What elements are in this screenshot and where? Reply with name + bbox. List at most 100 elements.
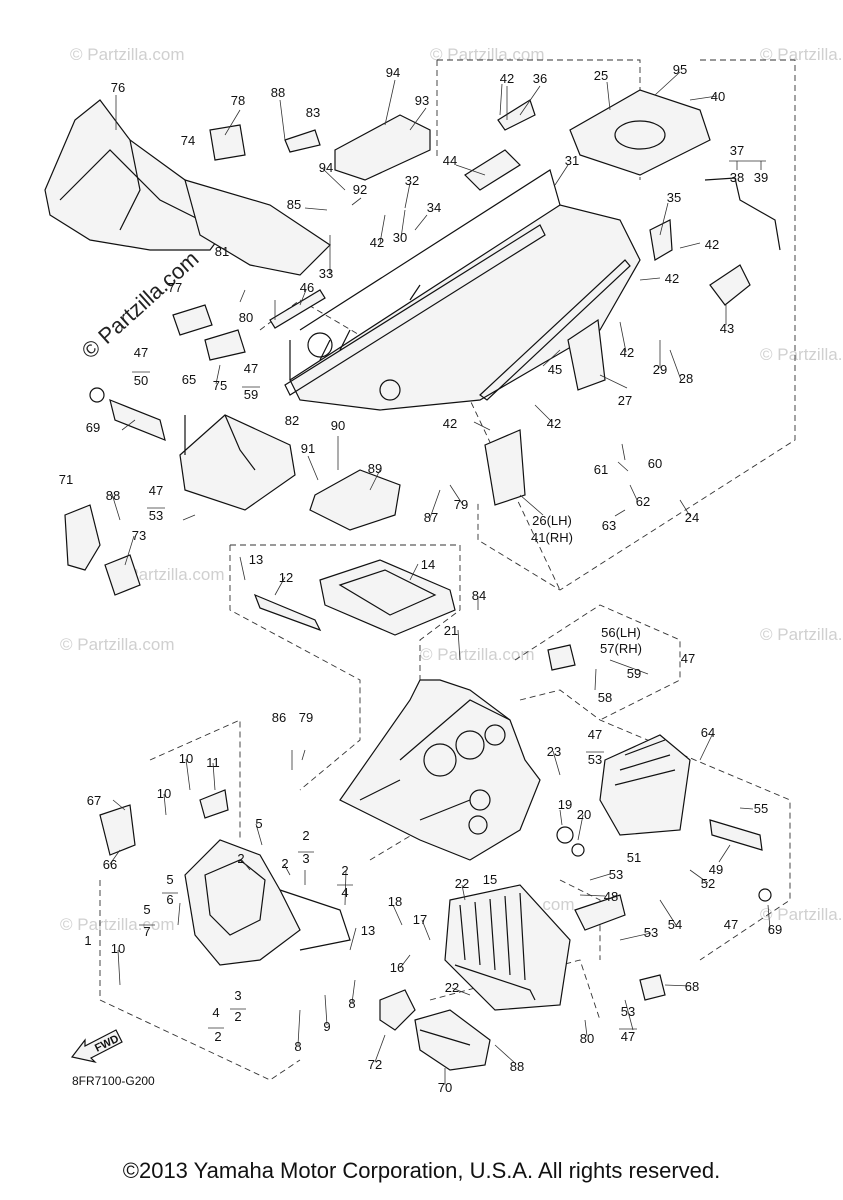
callout: 47 (134, 345, 148, 360)
callout: 2 (281, 856, 288, 871)
callout: 39 (754, 170, 768, 185)
bracket-12 (253, 593, 322, 632)
callout: 7 (143, 924, 150, 939)
callout: 74 (181, 133, 195, 148)
callout: 86 (272, 710, 286, 725)
callout: 32 (405, 173, 419, 188)
callout: 62 (636, 494, 650, 509)
callout: 9 (323, 1019, 330, 1034)
callout: 2 (234, 1009, 241, 1024)
callout: 1 (84, 933, 91, 948)
callout: 88 (510, 1059, 524, 1074)
callout: 95 (673, 62, 687, 77)
callout: 11 (206, 755, 220, 770)
callout: 23 (547, 744, 561, 759)
fraction-bars (132, 160, 766, 1030)
callout: 93 (415, 93, 429, 108)
watermark: © Partzilla.com (430, 45, 545, 64)
callout: 91 (301, 441, 315, 456)
callout: 8 (294, 1039, 301, 1054)
bracket-49 (709, 819, 763, 851)
hose-37 (704, 177, 781, 251)
plate-89 (309, 469, 401, 531)
cover-72 (379, 989, 416, 1031)
callout: 57(RH) (600, 641, 642, 656)
callout: 44 (443, 153, 457, 168)
callout: 70 (438, 1080, 452, 1095)
callout: 60 (648, 456, 662, 471)
callout: 56(LH) (601, 625, 641, 640)
plate-44 (464, 149, 521, 191)
callout: 42 (500, 71, 514, 86)
callout: 2 (302, 828, 309, 843)
cover-64 (599, 734, 691, 836)
callout: 29 (653, 362, 667, 377)
watermark: © Partzilla.com (60, 915, 175, 934)
callout: 79 (299, 710, 313, 725)
fwd-label: FWD (93, 1033, 121, 1055)
callout: 53 (644, 925, 658, 940)
callout: 5 (143, 902, 150, 917)
callout: 47 (681, 651, 695, 666)
callout: 53 (621, 1004, 635, 1019)
front-bracket-74 (184, 179, 331, 276)
callout: 34 (427, 200, 441, 215)
callout: 83 (306, 105, 320, 120)
callout: 46 (300, 280, 314, 295)
callout: 38 (730, 170, 744, 185)
callout: 48 (604, 889, 618, 904)
callout: 51 (627, 850, 641, 865)
callout: 3 (234, 988, 241, 1003)
callout: 42 (547, 416, 561, 431)
callout: 43 (720, 321, 734, 336)
leader-lines (109, 71, 771, 1085)
callout: 19 (558, 797, 572, 812)
callout: 58 (598, 690, 612, 705)
watermark: © Partzilla.com (60, 635, 175, 654)
callout: 6 (166, 892, 173, 907)
callout: 14 (421, 557, 435, 572)
callout: 88 (106, 488, 120, 503)
cover-71 (64, 504, 101, 571)
callout: 2 (237, 851, 244, 866)
callout: 94 (386, 65, 400, 80)
mount-65 (179, 414, 296, 511)
callout: 25 (594, 68, 608, 83)
callout: 69 (86, 420, 100, 435)
callout: 16 (390, 960, 404, 975)
callout: 49 (709, 862, 723, 877)
plate-43 (709, 264, 751, 306)
callout: 18 (388, 894, 402, 909)
fwd-arrow: FWD (70, 1029, 123, 1064)
callout: 21 (444, 623, 458, 638)
callout: 2 (214, 1029, 221, 1044)
callouts: 76 78 88 83 74 94 93 94 92 85 32 34 30 4… (59, 62, 782, 1095)
bracket-83 (284, 129, 321, 153)
bracket-51 (574, 894, 626, 931)
callout: 84 (472, 588, 486, 603)
callout: 30 (393, 230, 407, 245)
callout: 59 (627, 666, 641, 681)
callout: 80 (580, 1031, 594, 1046)
callout: 42 (443, 416, 457, 431)
callout: 64 (701, 725, 715, 740)
callout: 73 (132, 528, 146, 543)
callout: 72 (368, 1057, 382, 1072)
callout: 63 (602, 518, 616, 533)
callout: 61 (594, 462, 608, 477)
callout: 4 (212, 1005, 219, 1020)
callout: 47 (244, 361, 258, 376)
parts-diagram: © Partzilla.com © Partzilla.com © Partzi… (44, 45, 843, 1095)
copyright-notice: ©2013 Yamaha Motor Corporation, U.S.A. A… (122, 1158, 721, 1183)
callout: 53 (609, 867, 623, 882)
tunnel-frame (289, 204, 641, 411)
callout: 52 (701, 876, 715, 891)
callout: 13 (249, 552, 263, 567)
callout: 87 (424, 510, 438, 525)
plate-75 (204, 329, 246, 361)
callout: 42 (665, 271, 679, 286)
callout: 10 (111, 941, 125, 956)
callout: 10 (157, 786, 171, 801)
callout: 15 (483, 872, 497, 887)
callout: 53 (149, 508, 163, 523)
